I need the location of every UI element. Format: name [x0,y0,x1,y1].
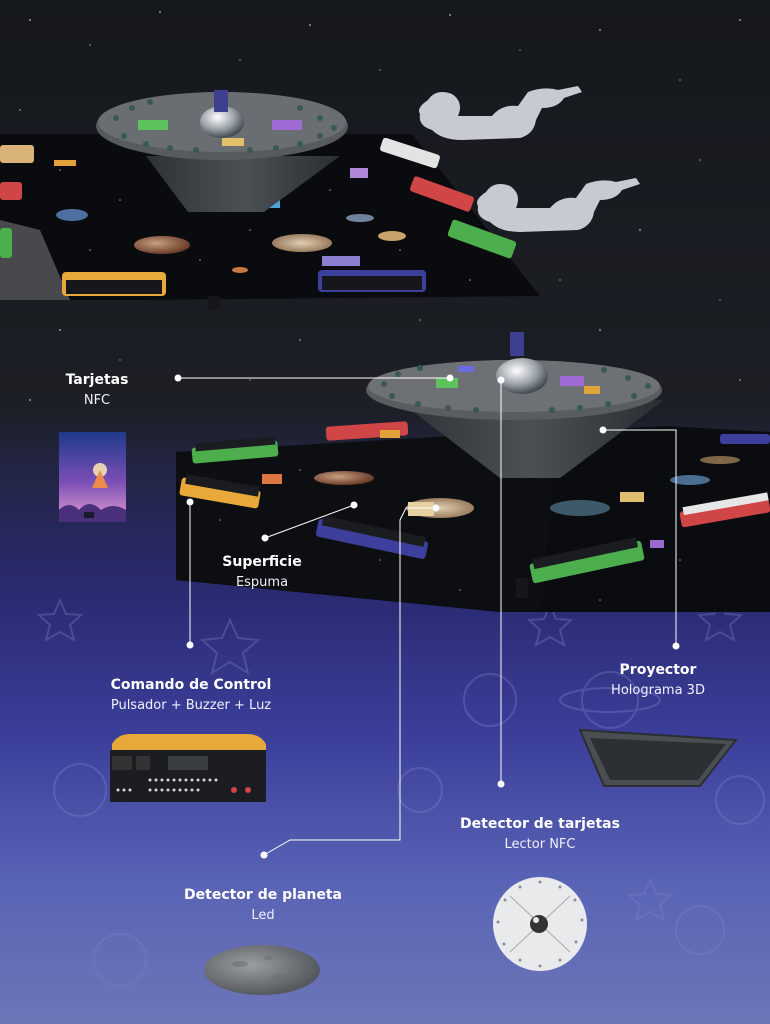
connector-proyector [603,429,677,646]
label-proyector: Proyector Holograma 3D [598,660,718,702]
connector-superficie [264,504,355,539]
label-comando-subtitle: Pulsador + Buzzer + Luz [110,698,272,713]
label-comando: Comando de Control Pulsador + Buzzer + L… [96,675,286,717]
label-tarjetas-subtitle: NFC [83,393,111,408]
planet-led-image [204,945,320,995]
nfc-card-image [59,432,126,522]
connector-lines [178,377,677,856]
control-command-image [110,734,266,802]
label-detector-tarjetas-subtitle: Lector NFC [504,837,576,852]
connector-detector-planeta [263,507,436,856]
star-field [19,11,741,401]
projector-image [578,728,738,787]
label-superficie-title: Superficie [222,554,302,570]
label-detector-planeta-subtitle: Led [251,908,275,923]
label-superficie: Superficie Espuma [202,552,322,594]
nfc-reader-image [493,877,587,971]
label-proyector-title: Proyector [619,662,697,678]
child-silhouette-icon [419,86,640,232]
label-tarjetas-title: Tarjetas [65,372,129,388]
top-board [0,90,540,310]
background-doodles [36,597,765,987]
connector-dots [174,374,680,859]
label-detector-planeta-title: Detector de planeta [184,887,342,903]
label-detector-tarjetas: Detector de tarjetas Lector NFC [450,814,630,856]
label-detector-planeta: Detector de planeta Led [178,885,348,927]
label-tarjetas: Tarjetas NFC [52,370,142,412]
label-detector-tarjetas-title: Detector de tarjetas [460,816,620,832]
label-proyector-subtitle: Holograma 3D [611,683,705,698]
label-comando-title: Comando de Control [110,677,272,693]
label-superficie-subtitle: Espuma [235,575,289,590]
